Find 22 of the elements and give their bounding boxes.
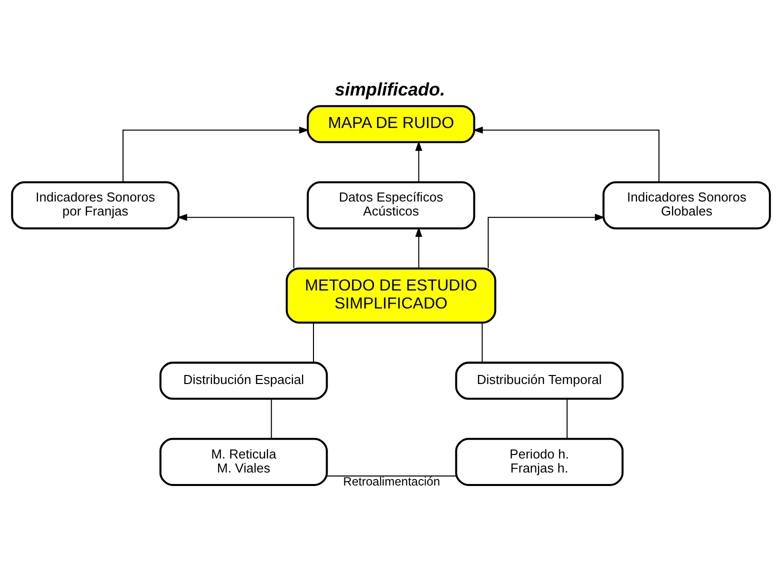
connector	[482, 322, 483, 363]
node-box: Datos Específicos Acústicos	[306, 181, 476, 230]
connector	[312, 322, 314, 363]
node-box: MAPA DE RUIDO	[306, 105, 476, 144]
connector	[566, 398, 568, 440]
node-box: Indicadores Sonoros por Franjas	[11, 181, 180, 230]
edge-label: Retroalimentación	[343, 474, 440, 489]
node-box: Distribución Temporal	[455, 362, 624, 400]
arrow	[415, 226, 422, 269]
arrow	[415, 140, 422, 182]
connector	[326, 475, 456, 476]
connector	[270, 398, 272, 440]
diagram-title: simplificado.	[334, 79, 446, 100]
arrow	[177, 214, 294, 269]
arrow	[122, 126, 310, 182]
arrow	[472, 126, 660, 182]
node-box: METODO DE ESTUDIO SIMPLIFICADO	[286, 267, 496, 324]
node-box: M. Reticula M. Viales	[159, 438, 328, 486]
node-box: Periodo h. Franjas h.	[455, 438, 624, 486]
node-box: Indicadores Sonoros Globales	[602, 181, 771, 230]
arrow	[488, 214, 605, 269]
node-box: Distribución Espacial	[159, 362, 328, 400]
